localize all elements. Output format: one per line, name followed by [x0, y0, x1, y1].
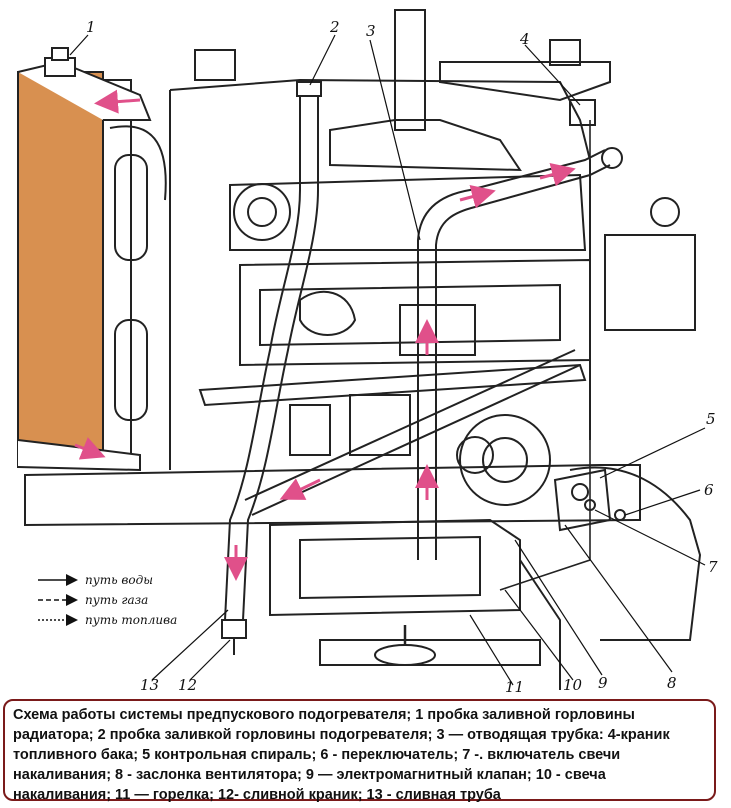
callout-3: 3	[366, 22, 376, 40]
fuel-line	[499, 120, 591, 591]
callout-6: 6	[704, 481, 714, 499]
legend: путь воды путь газа путь топлива	[38, 573, 177, 627]
callout-2: 2	[329, 18, 340, 36]
callout-5: 5	[706, 410, 716, 428]
callout-10: 10	[563, 676, 583, 694]
legend-water: путь воды	[85, 573, 153, 587]
leader-lines	[69, 34, 706, 686]
caption-text: Схема работы системы предпускового подог…	[13, 707, 670, 803]
flow-arrows	[74, 89, 576, 581]
legend-fuel: путь топлива	[85, 613, 177, 627]
caption-box: Схема работы системы предпускового подог…	[3, 699, 716, 803]
preheater-diagram: 1 2 3 4 5 6 7 8 9 10 11 12 13 путь воды …	[17, 9, 718, 695]
return-pipe	[244, 349, 581, 516]
callout-13: 13	[140, 676, 159, 694]
callout-12: 12	[178, 676, 197, 694]
callout-4: 4	[519, 30, 530, 48]
legend-gas: путь газа	[85, 593, 148, 607]
drain-cock	[221, 619, 247, 655]
fan	[109, 125, 167, 421]
callout-1: 1	[86, 18, 96, 36]
callout-8: 8	[667, 674, 677, 692]
radiator-filler-cap	[44, 47, 76, 77]
preheater-pipe-filler	[224, 81, 322, 621]
callout-11: 11	[505, 678, 524, 695]
burner	[374, 625, 436, 666]
callout-7: 7	[708, 558, 718, 576]
callout-9: 9	[598, 674, 608, 692]
